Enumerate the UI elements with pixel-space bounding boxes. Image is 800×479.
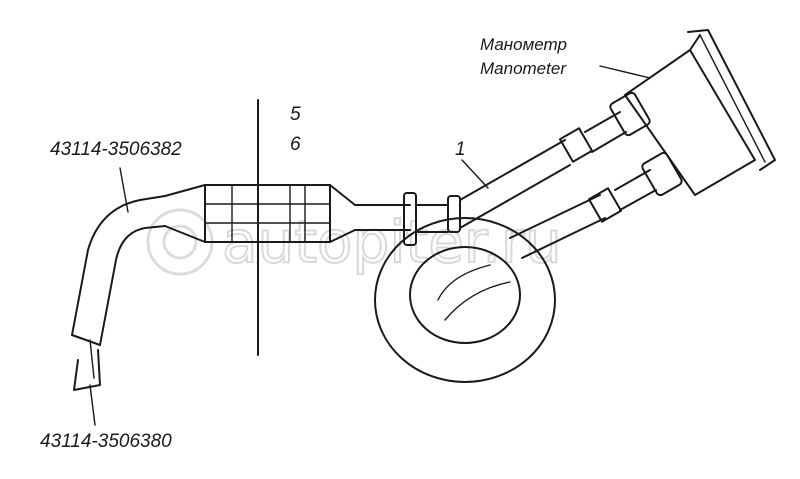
callout-1: 1	[455, 139, 466, 160]
label-part-top: 43114-3506382	[50, 139, 182, 160]
callout-5: 5	[290, 104, 301, 125]
label-manometer-ru: Манометр	[480, 35, 567, 54]
leader-part-bottom	[89, 384, 96, 426]
leader-lines	[89, 65, 651, 426]
pipe-coil	[374, 217, 556, 383]
label-manometer-en: Manometer	[480, 59, 567, 78]
leader-part-top	[119, 167, 129, 213]
leader-1	[461, 159, 489, 189]
callout-6: 6	[290, 134, 301, 155]
pipe-right	[354, 192, 461, 246]
manometer	[624, 29, 776, 196]
hose-left	[71, 195, 166, 391]
label-part-bottom: 43114-3506380	[40, 431, 172, 452]
leader-manometer	[599, 65, 651, 79]
coupling-body	[164, 184, 356, 243]
tubes-to-manometer	[459, 91, 683, 259]
